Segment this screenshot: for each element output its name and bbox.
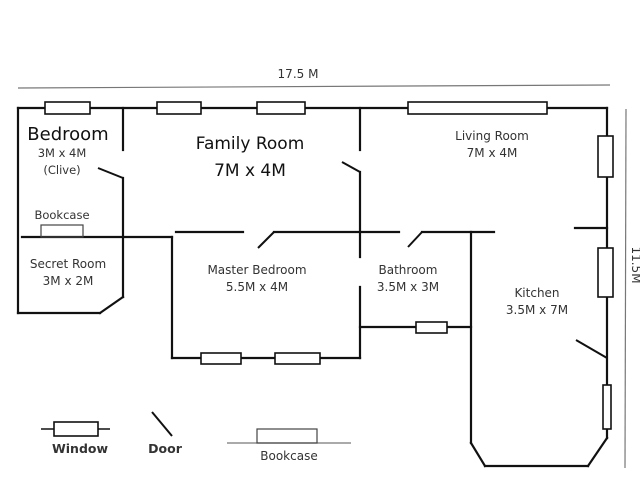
room-bathroom: Bathroom 3.5M x 3M	[377, 263, 439, 294]
room-master-bedroom: Master Bedroom 5.5M x 4M	[207, 263, 306, 294]
room-name: Master Bedroom	[207, 263, 306, 277]
door-icon	[151, 411, 173, 437]
window	[415, 321, 448, 334]
room-secret-room: Secret Room 3M x 2M	[30, 257, 106, 288]
window	[597, 247, 614, 298]
room-living-room: Living Room 7M x 4M	[455, 129, 529, 160]
bookcase-fixture	[40, 224, 84, 238]
legend-door-label: Door	[148, 441, 183, 456]
window	[156, 101, 202, 115]
height-dimension-line	[624, 108, 627, 469]
room-size: 3M x 4M	[38, 146, 87, 160]
room-family-room: Family Room 7M x 4M	[196, 134, 305, 181]
window	[200, 352, 242, 365]
legend-door: Door	[148, 411, 183, 456]
window	[597, 135, 614, 178]
room-name: Secret Room	[30, 257, 106, 271]
bookcase-label: Bookcase	[34, 208, 89, 222]
window	[602, 384, 612, 430]
window	[407, 101, 548, 115]
room-size: 3M x 2M	[43, 274, 94, 288]
room-size: 3.5M x 3M	[377, 280, 439, 294]
room-size: 7M x 4M	[467, 146, 518, 160]
bookcase-icon	[256, 428, 318, 444]
windows	[44, 101, 614, 430]
room-name: Living Room	[455, 129, 529, 143]
room-kitchen: Kitchen 3.5M x 7M	[506, 286, 568, 317]
room-name: Bedroom	[27, 124, 108, 145]
door-kitchen	[575, 339, 608, 359]
room-name: Bathroom	[379, 263, 438, 277]
room-name: Kitchen	[514, 286, 559, 300]
room-size: 3.5M x 7M	[506, 303, 568, 317]
room-bedroom: Bedroom 3M x 4M (Clive)	[27, 124, 108, 177]
door-family-living	[341, 161, 361, 173]
legend-window-label: Window	[52, 441, 109, 456]
legend-bookcase: Bookcase	[227, 428, 351, 463]
room-note: (Clive)	[43, 163, 80, 177]
width-dimension-line	[17, 84, 611, 89]
room-size: 7M x 4M	[214, 161, 286, 181]
window	[256, 101, 306, 115]
height-dimension-label: 11.5M	[629, 246, 640, 283]
legend-window: Window	[41, 421, 110, 456]
legend: Window Door Bookcase	[41, 411, 351, 463]
door-bathroom	[407, 231, 423, 248]
room-size: 5.5M x 4M	[226, 280, 288, 294]
window	[44, 101, 91, 115]
doors	[97, 161, 608, 359]
door-master-bedroom	[257, 231, 275, 249]
window-icon-frame	[53, 421, 99, 437]
door-bedroom	[97, 167, 124, 179]
legend-bookcase-label: Bookcase	[260, 449, 317, 463]
width-dimension-label: 17.5 M	[278, 67, 319, 81]
room-name: Family Room	[196, 134, 305, 154]
window	[274, 352, 321, 365]
